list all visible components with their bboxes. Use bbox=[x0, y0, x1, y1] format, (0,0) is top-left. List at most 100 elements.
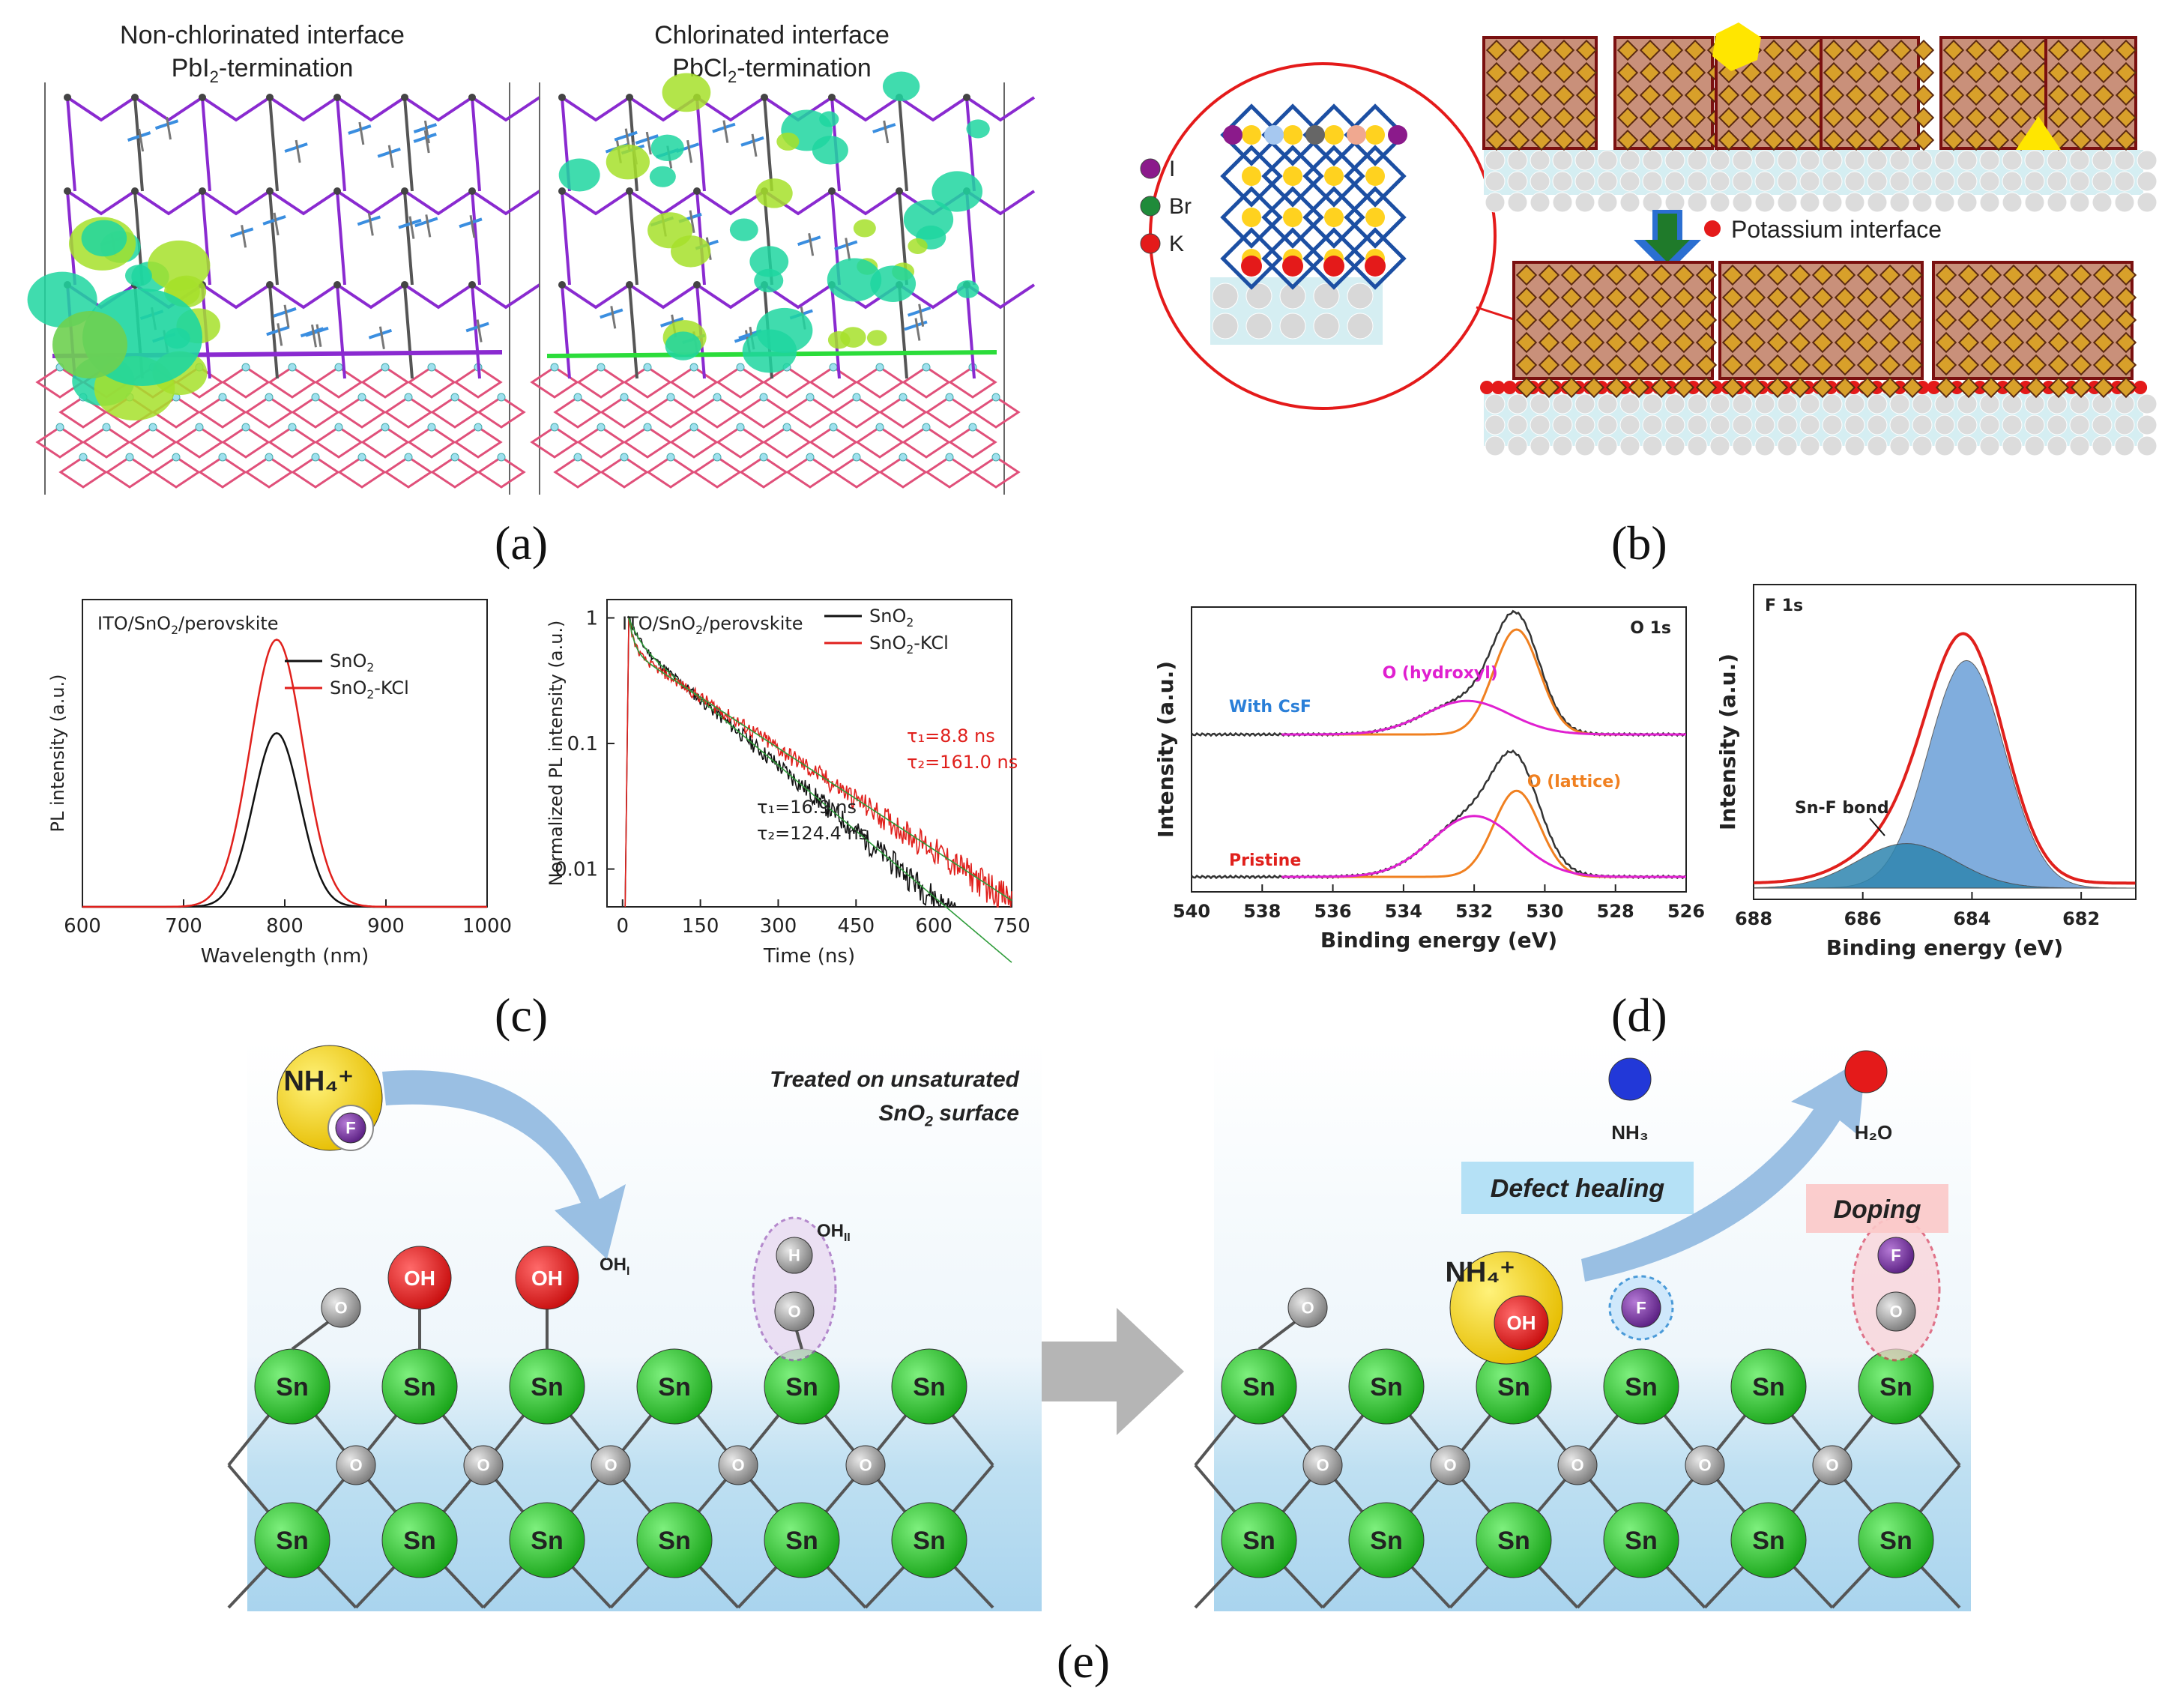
substrate-atom bbox=[218, 453, 227, 462]
substrate-bond bbox=[925, 456, 974, 489]
grain-unit bbox=[1560, 376, 1583, 399]
substrate-atom bbox=[1485, 414, 1506, 435]
charge-density-blob bbox=[124, 265, 152, 287]
grain-unit bbox=[1605, 354, 1628, 376]
grain-unit bbox=[1890, 84, 1912, 106]
pb-atom bbox=[266, 281, 274, 289]
substrate-atom bbox=[666, 453, 675, 462]
substrate-bond bbox=[623, 426, 672, 459]
grain-unit bbox=[1965, 129, 1987, 151]
oh-ii-highlight bbox=[752, 1216, 837, 1362]
grain-unit bbox=[1616, 61, 1639, 84]
substrate-atom bbox=[1709, 435, 1730, 456]
substrate-bond bbox=[430, 396, 480, 429]
substrate-bond bbox=[600, 396, 649, 429]
substrate-atom bbox=[404, 453, 413, 462]
substrate-atom bbox=[1642, 393, 1663, 414]
grain-unit bbox=[1987, 106, 2010, 129]
substrate-bond bbox=[198, 456, 247, 489]
organic-molecule bbox=[368, 328, 393, 340]
x-tick-label: 538 bbox=[1243, 901, 1281, 922]
substrate-atom bbox=[1245, 313, 1272, 340]
grain-unit bbox=[1766, 309, 1789, 331]
grain-unit bbox=[1650, 309, 1673, 331]
substrate-atom bbox=[2114, 171, 2135, 192]
substrate-atom bbox=[1844, 393, 1865, 414]
grain-unit bbox=[1901, 376, 1924, 399]
substrate-atom bbox=[1979, 393, 2000, 414]
grain-unit bbox=[1834, 264, 1856, 286]
substrate-bond bbox=[971, 456, 1021, 489]
o-atom-label: O bbox=[604, 1456, 617, 1475]
organic-molecule bbox=[311, 325, 317, 348]
substrate-atom bbox=[1597, 435, 1618, 456]
substrate-atom bbox=[1867, 150, 1888, 171]
grain-unit bbox=[1628, 331, 1650, 354]
substrate-atom bbox=[2137, 414, 2158, 435]
oh-group-label: OH bbox=[1507, 1312, 1536, 1334]
substrate-atom bbox=[1867, 393, 1888, 414]
panel-label-b: (b) bbox=[1611, 516, 1667, 570]
organic-molecule bbox=[423, 120, 430, 144]
grain-unit bbox=[1789, 376, 1811, 399]
substrate-atom bbox=[945, 453, 954, 462]
hydroxyl-component bbox=[1281, 815, 1686, 878]
grain-unit bbox=[1538, 331, 1560, 354]
substrate-atom bbox=[806, 453, 815, 462]
grain-unit bbox=[2092, 354, 2115, 376]
octahedron-bond bbox=[471, 190, 541, 216]
grain-unit bbox=[2070, 129, 2092, 151]
substrate-atom bbox=[852, 453, 861, 462]
plot-frame bbox=[82, 599, 488, 908]
substrate-bond bbox=[809, 366, 858, 399]
pb-atom bbox=[64, 94, 71, 101]
substrate-bond bbox=[477, 456, 526, 489]
panel-a-simulation: Non-chlorinated interface PbI2-terminati… bbox=[27, 21, 1036, 495]
substrate-atom bbox=[1687, 414, 1708, 435]
component-area bbox=[1754, 660, 2136, 889]
hydroxyl-component bbox=[1281, 699, 1686, 736]
grain-unit bbox=[1721, 376, 1744, 399]
octahedron bbox=[1261, 227, 1324, 290]
organic-molecule bbox=[241, 225, 247, 248]
pb-atom bbox=[468, 94, 476, 101]
substrate-atom bbox=[1507, 435, 1528, 456]
substrate-atom bbox=[1889, 150, 1910, 171]
grain-unit bbox=[1695, 354, 1718, 376]
grain-unit bbox=[1879, 286, 1901, 309]
grain-unit bbox=[1823, 106, 1845, 129]
fit-line bbox=[628, 618, 1012, 902]
grain-unit bbox=[1515, 264, 1538, 286]
substrate-atom bbox=[1957, 393, 1978, 414]
substrate-atom bbox=[2047, 192, 2068, 213]
grain-unit bbox=[1650, 354, 1673, 376]
grain-unit bbox=[1661, 61, 1684, 84]
y-tick-label: 0.1 bbox=[567, 733, 598, 755]
o-atom bbox=[1812, 1445, 1853, 1485]
grain-unit bbox=[1661, 39, 1684, 61]
substrate-bond bbox=[221, 426, 271, 459]
sn-atom bbox=[1348, 1502, 1425, 1578]
substrate-atom bbox=[643, 423, 652, 432]
grain-unit bbox=[1763, 39, 1785, 61]
grain-unit bbox=[1957, 354, 1980, 376]
substrate-atom bbox=[288, 363, 297, 372]
octahedron-bond bbox=[471, 97, 481, 192]
substrate-atom bbox=[2002, 414, 2023, 435]
charge-density-blob bbox=[866, 330, 887, 346]
substrate-atom bbox=[1934, 435, 1955, 456]
grain-unit bbox=[1912, 39, 1935, 61]
pb-atom bbox=[896, 187, 903, 195]
octahedron-bond bbox=[268, 190, 279, 286]
grain-unit bbox=[1766, 354, 1789, 376]
octahedron-bond bbox=[561, 96, 631, 122]
substrate-atom bbox=[573, 393, 582, 402]
substrate-atom bbox=[573, 453, 582, 462]
charge-density-blob bbox=[827, 331, 851, 349]
octahedron-bond bbox=[201, 190, 271, 216]
organic-molecule bbox=[273, 307, 297, 318]
plot-frame bbox=[1753, 584, 2137, 900]
nh3-label: NH₃ bbox=[1611, 1121, 1649, 1144]
substrate-atom bbox=[1642, 414, 1663, 435]
substrate-atom bbox=[1867, 414, 1888, 435]
